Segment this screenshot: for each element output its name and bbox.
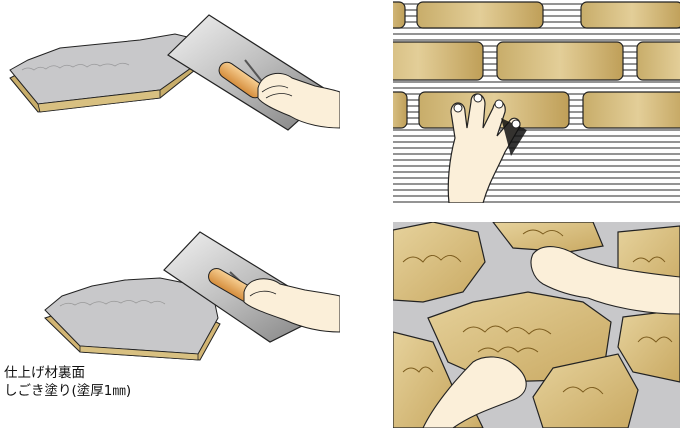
brick [581, 2, 680, 28]
panel-flagstone-laying [393, 222, 680, 428]
brick [393, 42, 483, 80]
caption-line-2: しごき塗り(塗厚1㎜) [4, 382, 131, 400]
brick-wall-icon [393, 0, 680, 203]
panel-brick-wall [393, 0, 680, 203]
brick [637, 42, 680, 80]
brick [393, 92, 407, 128]
caption-line-1: 仕上げ材裏面 [4, 364, 131, 382]
brick [417, 2, 543, 28]
brick [497, 42, 623, 80]
brick [393, 2, 405, 28]
panel-trowel-on-slab [0, 0, 340, 214]
brick [583, 92, 680, 128]
caption: 仕上げ材裏面 しごき塗り(塗厚1㎜) [4, 364, 131, 400]
stone-slab-icon [10, 34, 205, 112]
hand-icon [258, 73, 340, 128]
